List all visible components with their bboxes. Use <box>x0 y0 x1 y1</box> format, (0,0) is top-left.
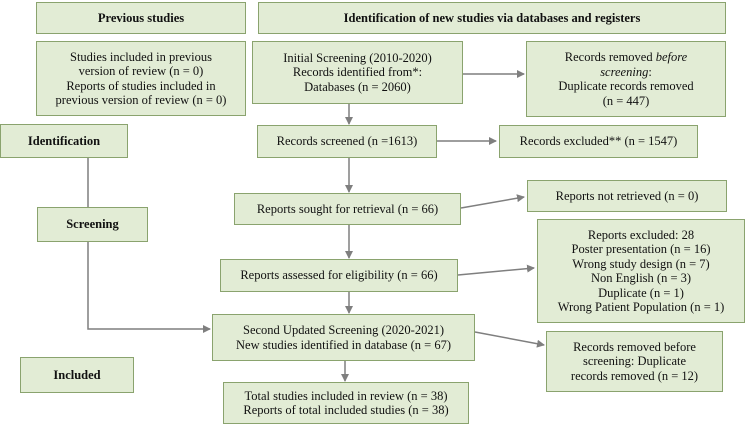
header-new-studies: Identification of new studies via databa… <box>258 2 726 34</box>
reports-not-retrieved-box: Reports not retrieved (n = 0) <box>527 180 727 212</box>
removed-second-line3: records removed (n = 12) <box>570 368 699 383</box>
second-line1: Second Updated Screening (2020-2021) <box>243 323 444 337</box>
second-screening-box: Second Updated Screening (2020-2021) New… <box>212 314 475 361</box>
arrow-assessed-to-reports-excluded <box>457 264 535 276</box>
initial-line2: Records identified from*: <box>292 65 423 80</box>
removed-second-line2: screening: Duplicate <box>582 354 687 369</box>
stage-identification-text: Identification <box>27 133 101 148</box>
removed-before-line1: Records removed before <box>565 50 687 65</box>
records-screened-box: Records screened (n =1613) <box>257 125 437 158</box>
stage-included: Included <box>20 357 134 393</box>
records-screened-text: Records screened (n =1613) <box>276 134 418 149</box>
header-previous-studies: Previous studies <box>36 2 246 34</box>
initial-line1: Initial Screening (2010-2020) <box>283 50 432 65</box>
removed-before-em: before <box>655 50 688 64</box>
records-excluded-text: Records excluded** (n = 1547) <box>519 134 678 149</box>
arrow-second-to-removed <box>474 331 545 348</box>
removed-before-pre: Records removed <box>564 50 656 64</box>
reports-sought-text: Reports sought for retrieval (n = 66) <box>256 201 439 216</box>
initial-line3: Databases (n = 2060) <box>304 79 411 94</box>
records-excluded-box: Records excluded** (n = 1547) <box>499 125 698 158</box>
reports-not-retrieved-text: Reports not retrieved (n = 0) <box>555 188 699 203</box>
reports-excluded-line6: Wrong Patient Population (n = 1) <box>557 300 725 314</box>
arrow-previous-to-second <box>87 158 211 333</box>
previous-line2: version of review (n = 0) <box>78 64 204 78</box>
reports-excluded-line2: Poster presentation (n = 16) <box>571 242 711 256</box>
reports-excluded-line1: Reports excluded: 28 <box>587 227 695 242</box>
reports-excluded-line4: Non English (n = 3) <box>590 271 692 285</box>
reports-assessed-text: Reports assessed for eligibility (n = 66… <box>240 268 438 283</box>
reports-sought-box: Reports sought for retrieval (n = 66) <box>234 193 461 225</box>
stage-identification: Identification <box>0 124 128 158</box>
total-line2: Reports of total included studies (n = 3… <box>243 403 449 417</box>
stage-included-text: Included <box>53 367 101 382</box>
initial-screening-box: Initial Screening (2010-2020) Records id… <box>252 41 463 104</box>
arrow-sought-to-not-retrieved <box>460 194 525 209</box>
removed-before-line3: Duplicate records removed <box>558 79 694 93</box>
header-previous-text: Previous studies <box>97 10 185 25</box>
previous-line1: Studies included in previous <box>70 49 212 64</box>
reports-excluded-line5: Duplicate (n = 1) <box>598 285 684 300</box>
header-new-text: Identification of new studies via databa… <box>343 10 641 25</box>
records-removed-before-box: Records removed before screening: Duplic… <box>526 41 726 117</box>
removed-before-line2: screening: <box>600 65 652 80</box>
removed-before-colon: : <box>648 64 652 79</box>
records-removed-second-box: Records removed before screening: Duplic… <box>546 331 723 392</box>
reports-excluded-line3: Wrong study design (n = 7) <box>572 256 710 271</box>
previous-line3: Reports of studies included in <box>66 78 216 93</box>
previous-line4: previous version of review (n = 0) <box>55 93 227 107</box>
total-included-box: Total studies included in review (n = 38… <box>223 382 469 424</box>
removed-before-screening: screening <box>600 64 649 79</box>
removed-before-line4: (n = 447) <box>602 93 650 108</box>
removed-second-line1: Records removed before <box>573 339 696 354</box>
stage-screening-text: Screening <box>66 217 119 232</box>
total-line1: Total studies included in review (n = 38… <box>244 388 448 403</box>
reports-assessed-box: Reports assessed for eligibility (n = 66… <box>220 259 458 292</box>
second-line2: New studies identified in database (n = … <box>236 337 451 352</box>
reports-excluded-box: Reports excluded: 28 Poster presentation… <box>537 219 745 323</box>
stage-screening: Screening <box>37 207 148 242</box>
previous-studies-box: Studies included in previous version of … <box>36 41 246 116</box>
